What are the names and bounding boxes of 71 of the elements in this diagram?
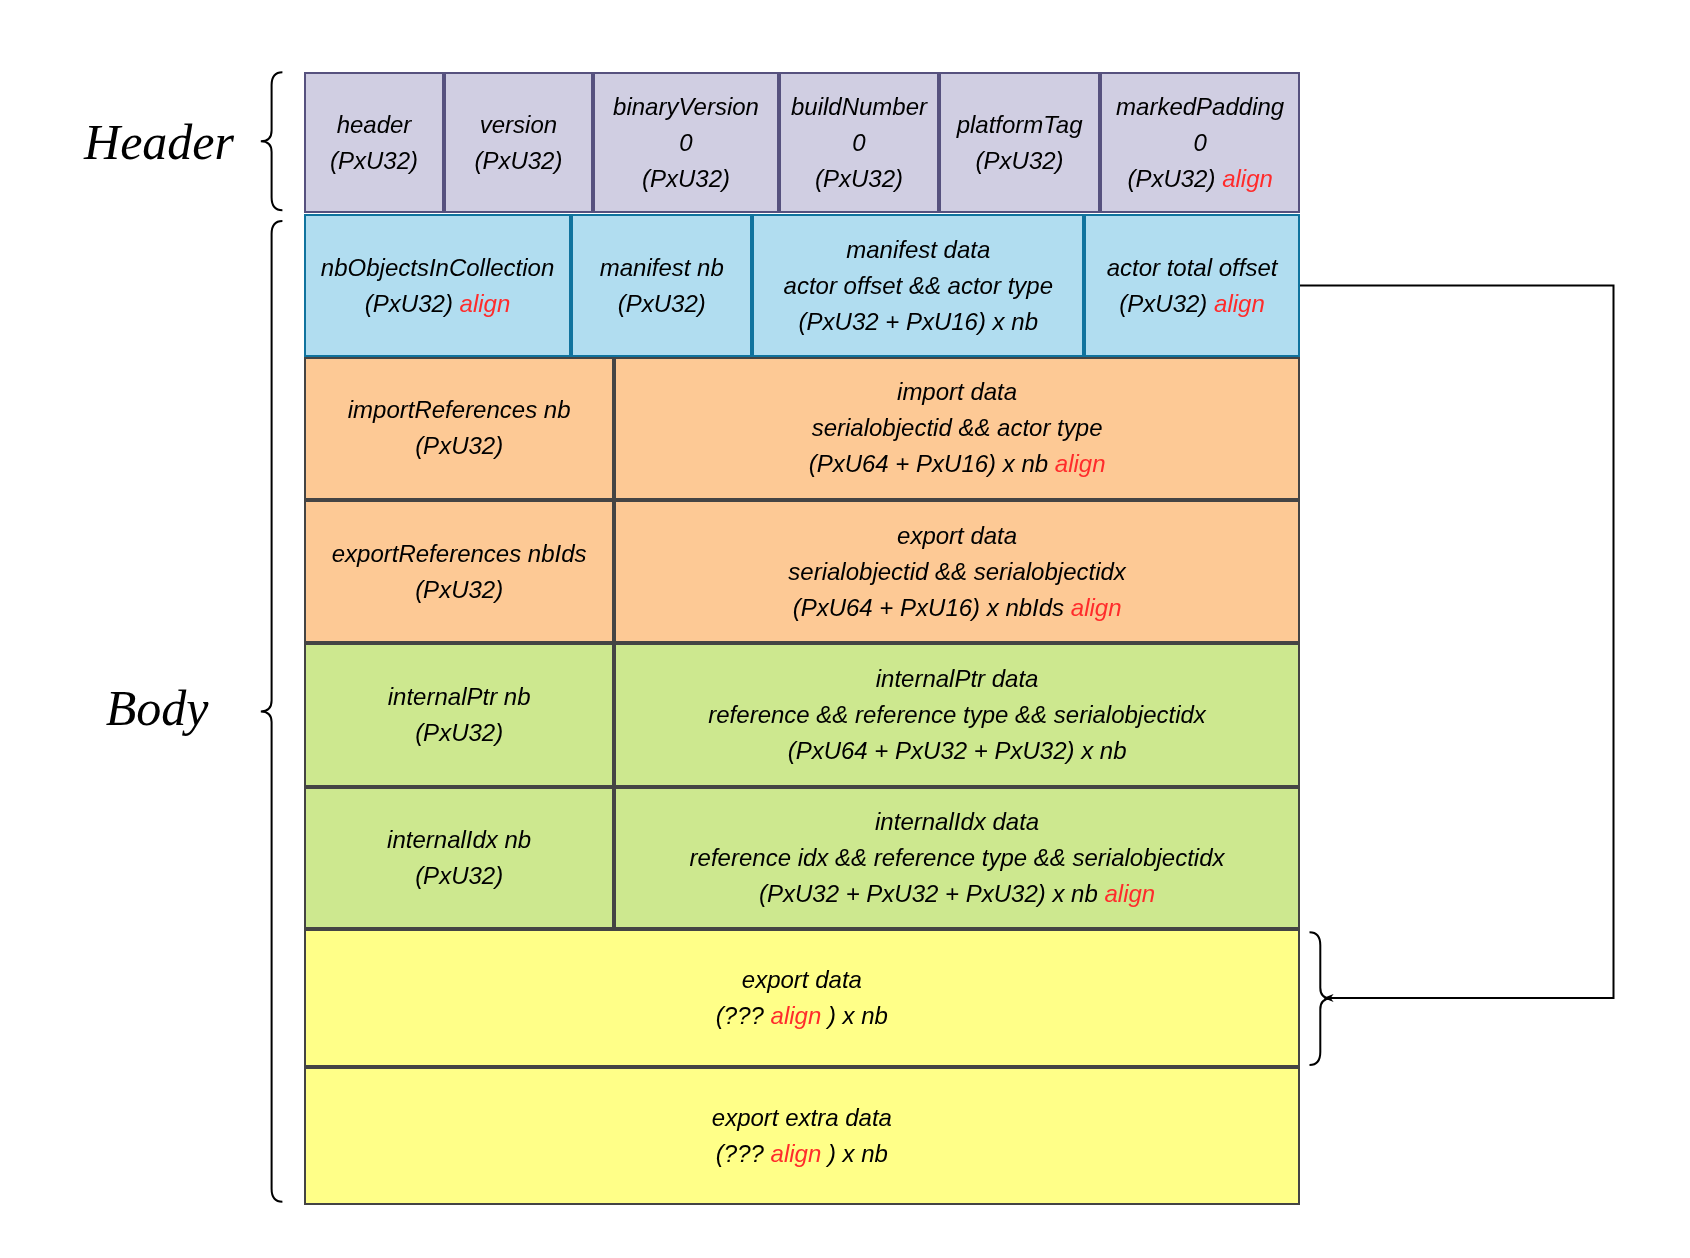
field-text: (PxU32) [415, 574, 504, 605]
field-text: internalPtr data [875, 664, 1039, 695]
field-cell [303, 643, 615, 787]
field-cell [303, 72, 445, 214]
field-text: (??? align ) x nb [715, 1001, 888, 1032]
field-text: importReferences nb [347, 395, 571, 426]
field-text: internalIdx nb [387, 824, 532, 855]
field-text: (PxU32) [329, 145, 418, 176]
field-cell [614, 643, 1300, 787]
field-text: 0 [852, 127, 866, 158]
field-text: version [479, 109, 558, 140]
field-text: import data [897, 377, 1018, 408]
field-cell [1084, 214, 1300, 357]
field-cell [614, 500, 1300, 644]
field-text: (PxU32) [415, 718, 504, 749]
field-text: (PxU64 + PxU32 + PxU32) x nb [787, 736, 1127, 767]
field-text: manifest data [846, 234, 991, 265]
section-label: Header [84, 113, 234, 172]
field-text: (??? align ) x nb [715, 1139, 888, 1169]
field-cell [1100, 72, 1300, 214]
field-text: (PxU32) [975, 145, 1064, 176]
field-cell [752, 214, 1085, 357]
field-text: (PxU32) align [1119, 288, 1265, 319]
field-text: (PxU64 + PxU16) x nbIds align [792, 592, 1122, 623]
field-text: manifest nb [599, 252, 724, 283]
field-text: (PxU32) [415, 860, 504, 891]
field-text: markedPadding [1116, 91, 1285, 122]
field-cell [303, 214, 572, 357]
field-text: binaryVersion [613, 91, 759, 122]
field-text: (PxU32) [642, 163, 730, 194]
field-text: reference && reference type && serialobjectidx [708, 700, 1206, 731]
field-text: internalPtr nb [387, 682, 531, 713]
field-text: actor offset && actor type [783, 270, 1053, 301]
field-text: internalIdx data [875, 806, 1040, 837]
field-text: (PxU32) align [364, 288, 511, 319]
section-label: Body [105, 679, 209, 737]
field-text: (PxU32) [617, 288, 706, 319]
field-text: 0 [679, 127, 693, 158]
field-text: (PxU32 + PxU32 + PxU32) x nb align [758, 878, 1156, 909]
field-cell [592, 72, 780, 214]
field-text: 0 [1193, 127, 1207, 158]
field-text: header [336, 109, 412, 140]
field-text: export extra data [711, 1103, 892, 1133]
field-cell [303, 500, 615, 644]
field-cell [614, 786, 1300, 930]
field-cell [303, 929, 1300, 1067]
field-text: (PxU32) align [1127, 163, 1273, 194]
field-text: buildNumber [790, 91, 928, 122]
field-cell [303, 356, 615, 501]
field-text: (PxU32) [474, 145, 563, 176]
field-text: reference idx && reference type && serialobjectidx [689, 842, 1225, 873]
field-text: export data [897, 520, 1018, 551]
field-text: actor total offset [1106, 252, 1278, 283]
field-cell [444, 72, 593, 214]
field-text: (PxU32) [415, 431, 504, 462]
field-cell [571, 214, 753, 357]
field-cell [303, 1067, 1300, 1205]
field-text: platformTag [956, 109, 1083, 140]
field-cell [938, 72, 1101, 214]
field-cell [614, 356, 1300, 501]
field-cell [303, 786, 615, 930]
field-text: nbObjectsInCollection [320, 252, 555, 283]
field-text: serialobjectid && actor type [811, 413, 1103, 444]
field-text: (PxU64 + PxU16) x nb align [808, 449, 1106, 480]
arrow [1298, 284, 1615, 1002]
field-text: (PxU32 + PxU16) x nb [798, 306, 1038, 337]
field-cell [779, 72, 939, 214]
field-text: (PxU32) [815, 163, 903, 194]
field-text: exportReferences nbIds [331, 538, 587, 569]
field-text: export data [741, 965, 862, 996]
field-text: serialobjectid && serialobjectidx [788, 556, 1126, 587]
